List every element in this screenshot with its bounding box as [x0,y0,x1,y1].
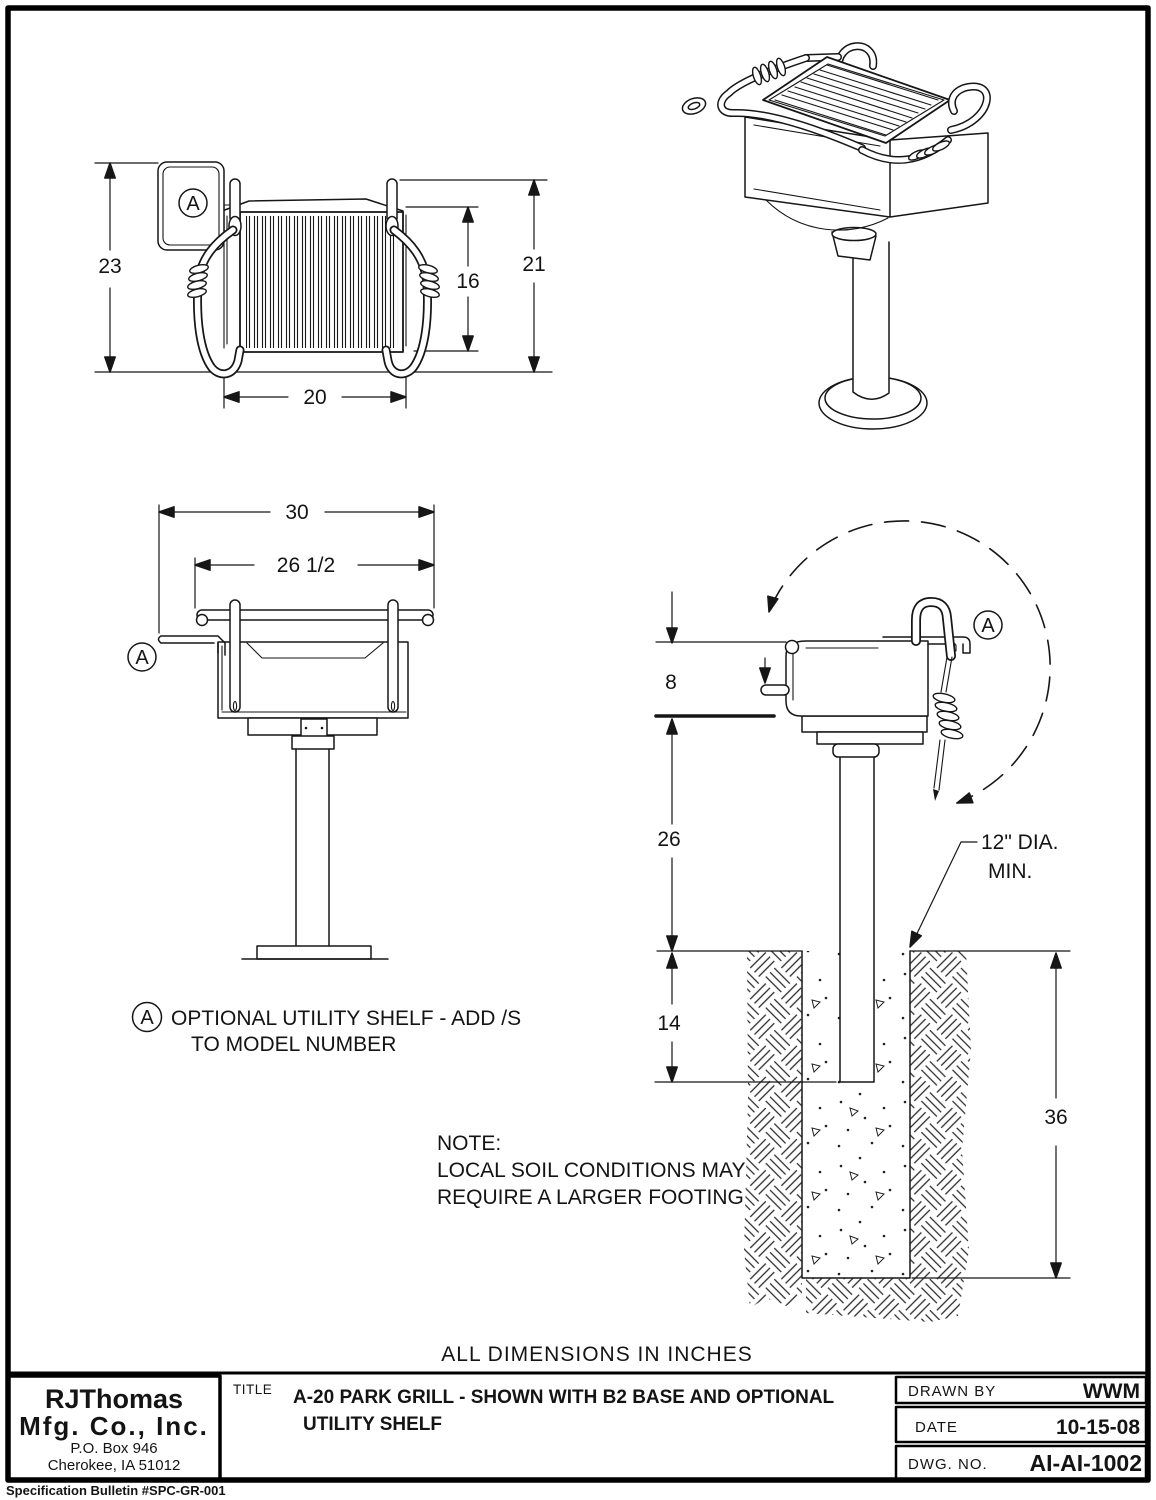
company-address-line1: P.O. Box 946 [70,1440,157,1457]
company-box [6,1374,222,1482]
side-dim-handle-width: 26 1/2 [277,554,335,577]
date-cell [894,1405,1148,1444]
section-dim-firebox-depth: 8 [665,671,677,694]
units-note: ALL DIMENSIONS IN INCHES [441,1343,752,1366]
company-name-line1: RJThomas [45,1384,183,1414]
front-view-drawing [94,161,553,409]
date-label: DATE [915,1419,958,1436]
drawing-title-line2: UTILITY SHELF [303,1414,442,1435]
shelf-note-callout-label: A [140,1007,154,1029]
side-view-drawing [127,504,435,960]
company-name-line2: Mfg. Co., Inc. [19,1411,209,1441]
section-dim-footing-depth: 36 [1044,1106,1067,1129]
side-shelf-callout-label: A [135,647,149,669]
section-view-drawing [654,520,1071,1322]
section-dim-post-embedment: 14 [657,1012,681,1035]
dwg-no-value: AI-AI-1002 [1030,1450,1142,1476]
title-block [5,5,1151,1483]
drawn-by-label: DRAWN BY [908,1383,996,1400]
shelf-note [131,1001,163,1033]
front-dim-overall-height: 23 [98,255,121,278]
shelf-note-line1: OPTIONAL UTILITY SHELF - ADD /S [171,1007,521,1030]
isometric-view-drawing [681,42,991,430]
shelf-note-callout-circle [131,1001,163,1033]
section-shelf-callout-circle [973,610,1003,640]
drawn-by-cell [894,1375,1148,1405]
front-dim-firebox-height: 16 [456,270,479,293]
drawing-title-line1: A-20 PARK GRILL - SHOWN WITH B2 BASE AND… [293,1387,835,1408]
footing-note-line2: REQUIRE A LARGER FOOTING [437,1186,744,1209]
company-address-line2: Cherokee, IA 51012 [48,1457,181,1474]
section-dia-note-line2: MIN. [988,860,1032,883]
side-dim-overall-width: 30 [285,501,308,524]
side-shelf-callout-circle [127,642,157,672]
spec-bulletin-note: Specification Bulletin #SPC-GR-001 [6,1483,226,1498]
dwg-no-label: DWG. NO. [908,1456,988,1473]
front-dim-grill-width: 20 [303,386,326,409]
section-dia-note-line1: 12" DIA. [981,831,1059,854]
section-dim-post-above-grade: 26 [657,828,680,851]
front-dim-handle-height: 21 [522,253,545,276]
section-shelf-callout-label: A [981,615,995,637]
footing-note-line1: LOCAL SOIL CONDITIONS MAY [437,1159,745,1182]
page-border [5,5,1151,1483]
front-shelf-callout-circle [178,188,208,218]
drawn-by-value: WWM [1083,1380,1140,1403]
date-value: 10-15-08 [1056,1416,1140,1439]
dwg-no-cell [894,1444,1148,1482]
front-shelf-callout-label: A [186,193,200,215]
shelf-note-line2: TO MODEL NUMBER [191,1033,396,1056]
title-label: TITLE [233,1382,272,1397]
footing-note-title: NOTE: [437,1132,501,1155]
